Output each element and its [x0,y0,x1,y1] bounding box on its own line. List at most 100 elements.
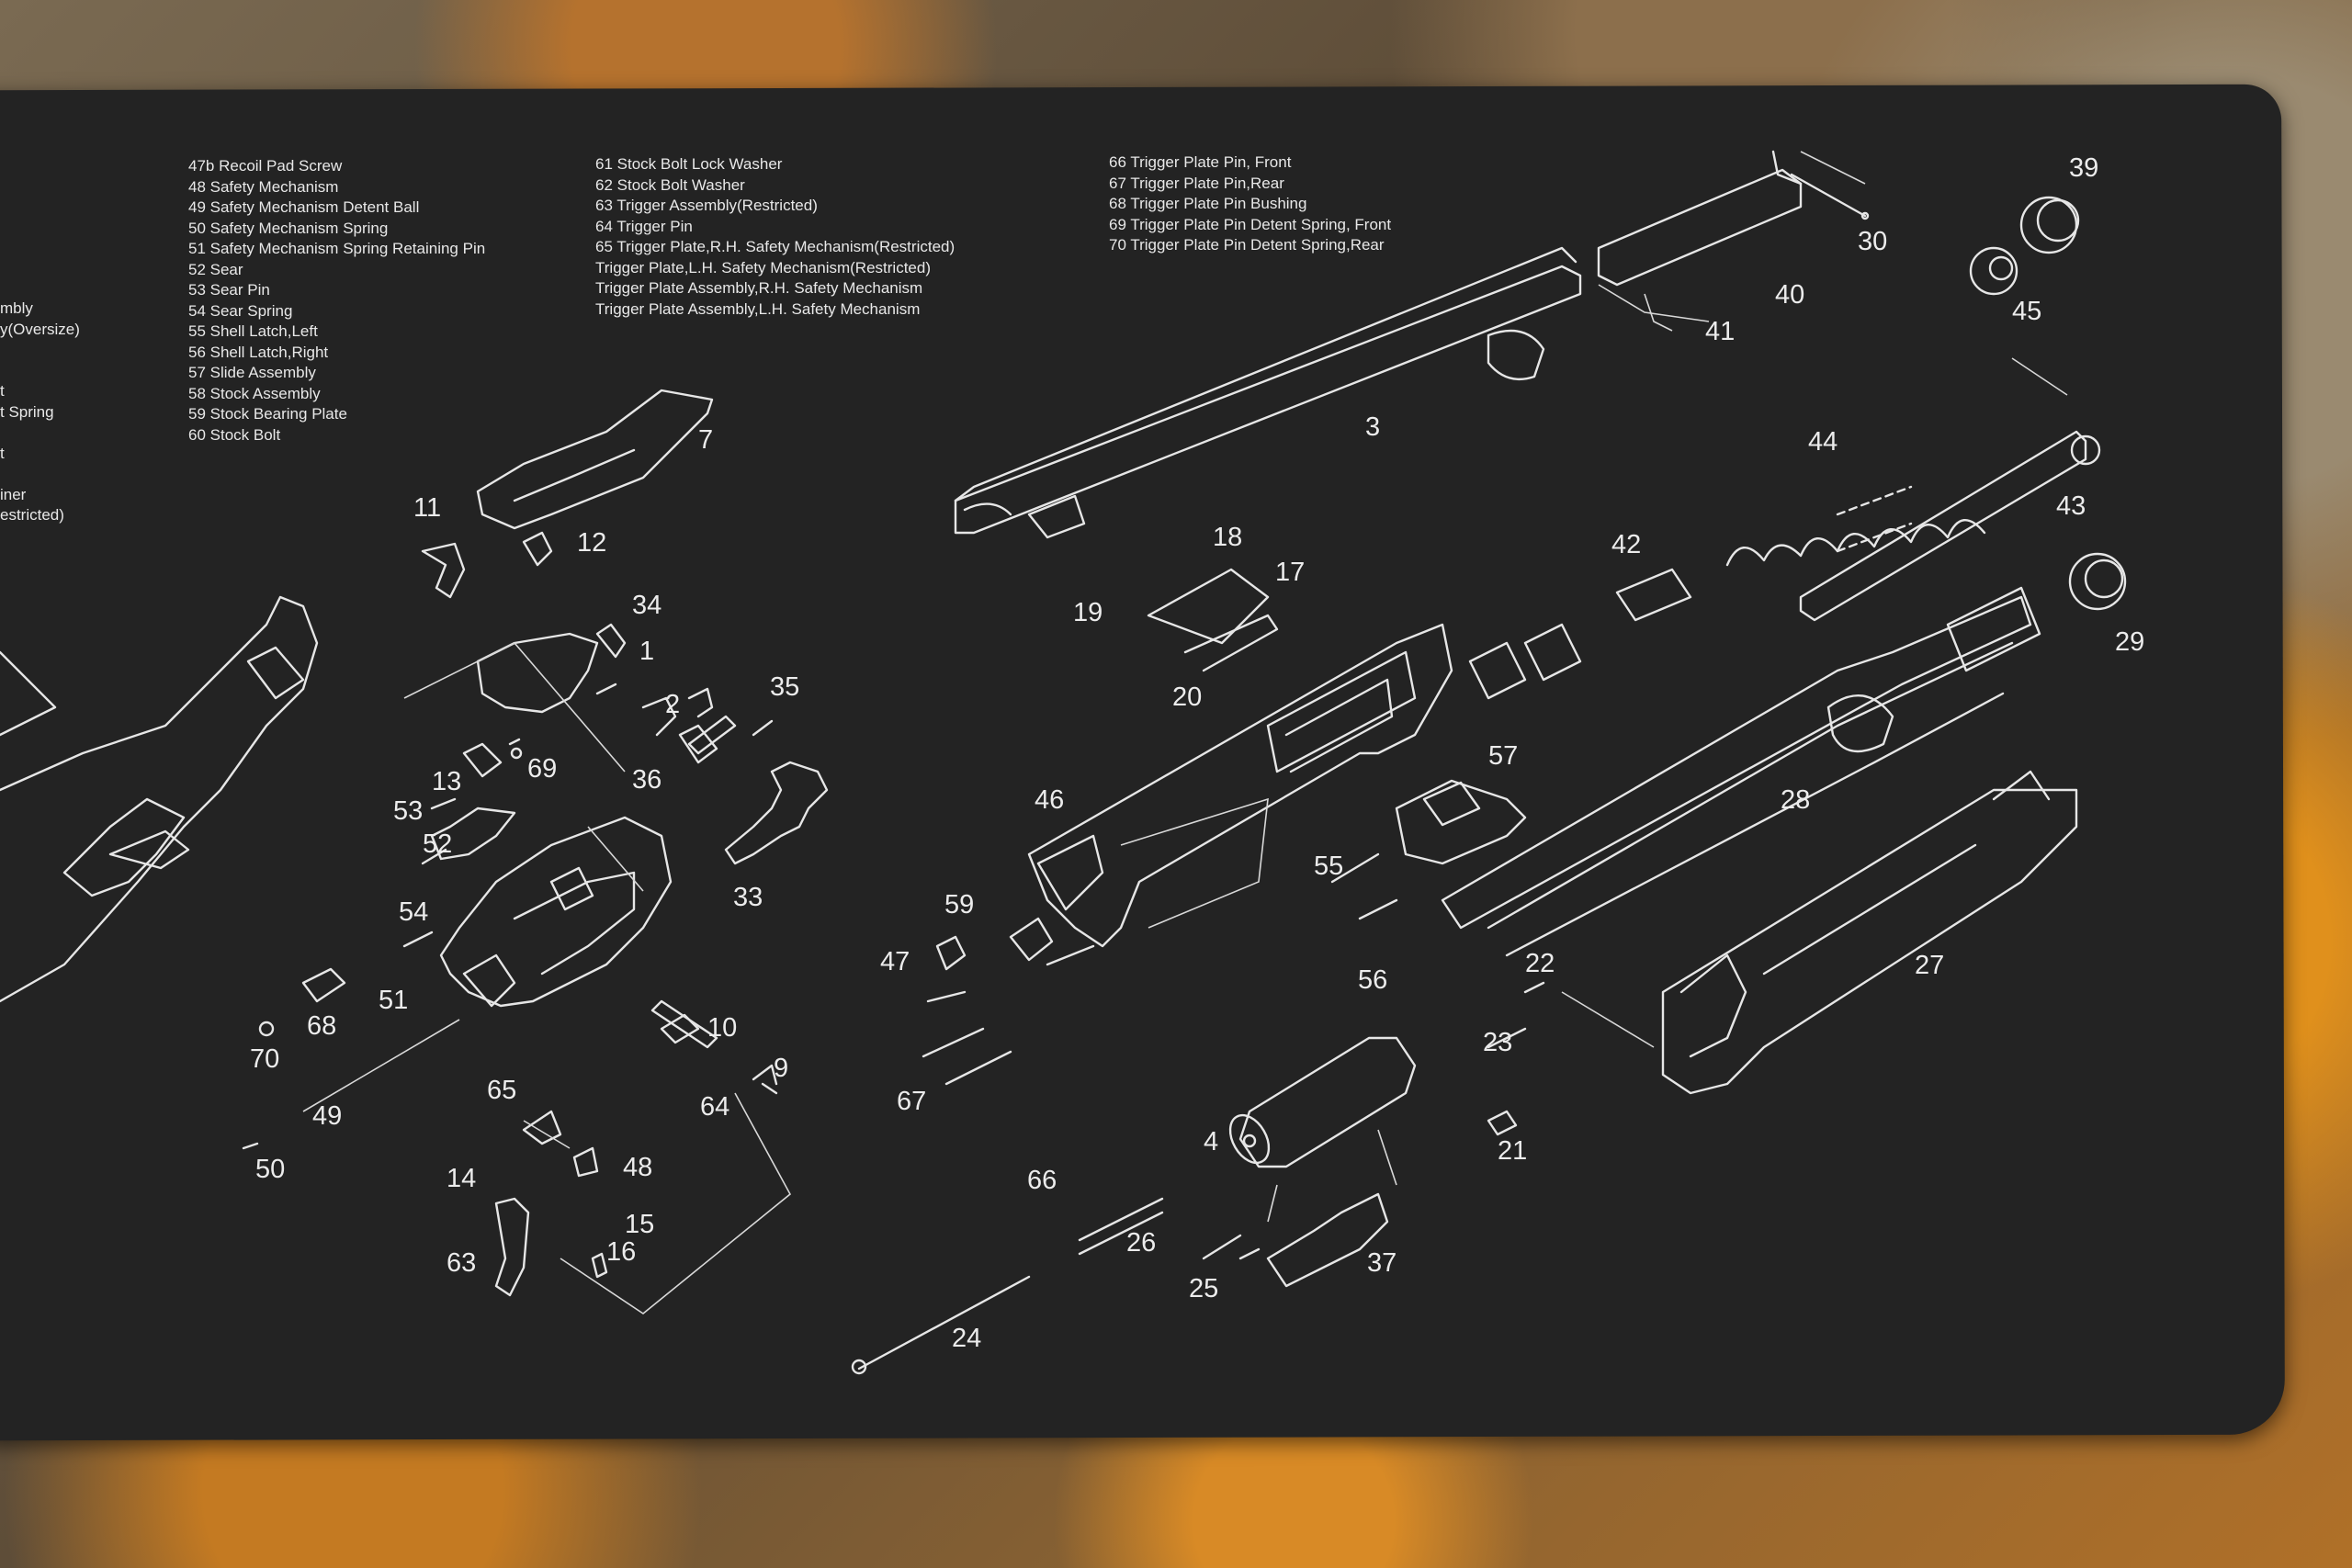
leader-lines [302,151,2068,1314]
legend-entry: 48 Safety Mechanism [188,177,339,196]
legend-entry: 55 Shell Latch,Left [188,322,318,340]
legend-entry: t [0,382,5,400]
callout-68: 68 [307,1011,336,1041]
callout-57: 57 [1488,741,1518,771]
callout-1: 1 [639,637,654,666]
legend-entry: 57 Slide Assembly [188,364,316,381]
callout-41: 41 [1705,317,1735,346]
callout-46: 46 [1035,785,1064,815]
legend-entry: 56 Shell Latch,Right [188,343,329,361]
legend-entry: 70 Trigger Plate Pin Detent Spring,Rear [1109,236,1385,254]
legend-column-cut: mbly y(Oversize) t t Spring t iner estri… [0,299,80,526]
callout-29: 29 [2115,627,2144,657]
callout-22: 22 [1525,949,1555,978]
callout-52: 52 [423,829,452,859]
callout-65: 65 [487,1076,516,1105]
legend-entry: t [0,444,5,462]
legend-entry: 63 Trigger Assembly(Restricted) [595,197,818,214]
callout-67: 67 [897,1087,926,1116]
callout-59: 59 [944,890,974,919]
callout-16: 16 [606,1237,636,1267]
legend-entry: 65 Trigger Plate,R.H. Safety Mechanism(R… [595,238,956,255]
legend-entry: 61 Stock Bolt Lock Washer [595,155,783,173]
callout-20: 20 [1172,682,1202,712]
callout-40: 40 [1775,280,1804,310]
callout-12: 12 [577,528,606,558]
legend-entry: 54 Sear Spring [188,301,293,320]
legend-entry: 53 Sear Pin [188,281,270,299]
callout-47: 47 [880,947,910,976]
callout-27: 27 [1915,951,1944,980]
callout-48: 48 [623,1153,652,1182]
callout-45: 45 [2012,297,2041,326]
callout-44: 44 [1808,427,1838,457]
callout-30: 30 [1858,227,1887,256]
callout-7: 7 [698,425,713,455]
callout-17: 17 [1275,558,1305,587]
legend-entry: 52 Sear [188,260,243,278]
stock-drawing [0,595,319,1003]
callout-25: 25 [1189,1274,1218,1303]
callout-66: 66 [1027,1166,1057,1195]
callout-15: 15 [625,1210,654,1239]
legend-entry: 69 Trigger Plate Pin Detent Spring, Fron… [1109,215,1392,233]
small-parts-drawing [922,568,1545,1260]
callout-numbers: 7 11 12 34 1 35 2 69 36 13 53 52 54 33 5… [250,153,2144,1353]
legend-entry: iner [0,485,27,503]
callout-34: 34 [632,591,662,620]
legend-entry: t Spring [0,402,54,421]
callout-10: 10 [707,1013,737,1043]
callout-56: 56 [1358,965,1387,995]
legend-entry: Trigger Plate Assembly,L.H. Safety Mecha… [595,299,921,318]
legend-entry: mbly [0,299,33,317]
legend-entry: Trigger Plate Assembly,R.H. Safety Mecha… [595,279,923,297]
callout-43: 43 [2056,491,2086,521]
callout-26: 26 [1126,1228,1156,1258]
legend-entry: estricted) [0,506,64,524]
legend-entry: 58 Stock Assembly [188,384,321,402]
legend-entry: 49 Safety Mechanism Detent Ball [188,198,420,216]
callout-3: 3 [1365,412,1380,442]
callout-36: 36 [632,765,662,795]
callout-49: 49 [312,1101,342,1131]
legend-entry: 68 Trigger Plate Pin Bushing [1109,195,1307,212]
callout-19: 19 [1073,598,1102,627]
callout-33: 33 [733,883,763,912]
legend-entry: Trigger Plate,L.H. Safety Mechanism(Rest… [595,258,931,276]
callout-63: 63 [447,1248,476,1278]
magazine-tube-drawing [1615,196,2127,622]
legend-entry: 67 Trigger Plate Pin,Rear [1109,174,1284,192]
callout-2: 2 [665,690,680,719]
legend-column-47-60: 47b Recoil Pad Screw 48 Safety Mechanism… [188,156,485,446]
callout-54: 54 [399,897,428,927]
callout-51: 51 [379,986,408,1015]
callout-37: 37 [1367,1248,1396,1278]
legend-entry: 47b Recoil Pad Screw [188,157,343,175]
callout-11: 11 [413,493,441,523]
action-bar-drawing [1395,586,2041,957]
callout-50: 50 [255,1155,285,1184]
callout-42: 42 [1611,530,1641,559]
legend-entry: y(Oversize) [0,320,80,338]
callout-55: 55 [1314,852,1343,881]
callout-4: 4 [1204,1127,1218,1156]
legend-entry: 62 Stock Bolt Washer [595,175,745,194]
callout-18: 18 [1213,523,1242,552]
trigger-group-drawing [242,389,829,1297]
legend-entry: 60 Stock Bolt [188,425,281,444]
callout-13: 13 [432,767,461,796]
callout-24: 24 [952,1324,981,1353]
callout-21: 21 [1498,1136,1527,1166]
legend-entry: 59 Stock Bearing Plate [188,405,347,423]
receiver-drawing [1027,623,1582,948]
callout-28: 28 [1781,785,1810,815]
callout-64: 64 [700,1092,729,1122]
legend-column-61-65: 61 Stock Bolt Lock Washer 62 Stock Bolt … [595,154,955,320]
legend-entry: 66 Trigger Plate Pin, Front [1109,153,1292,171]
callout-9: 9 [774,1054,788,1083]
forend-drawing [1661,770,2078,1095]
callout-39: 39 [2069,153,2098,183]
callout-14: 14 [447,1164,476,1193]
callout-35: 35 [770,672,799,702]
